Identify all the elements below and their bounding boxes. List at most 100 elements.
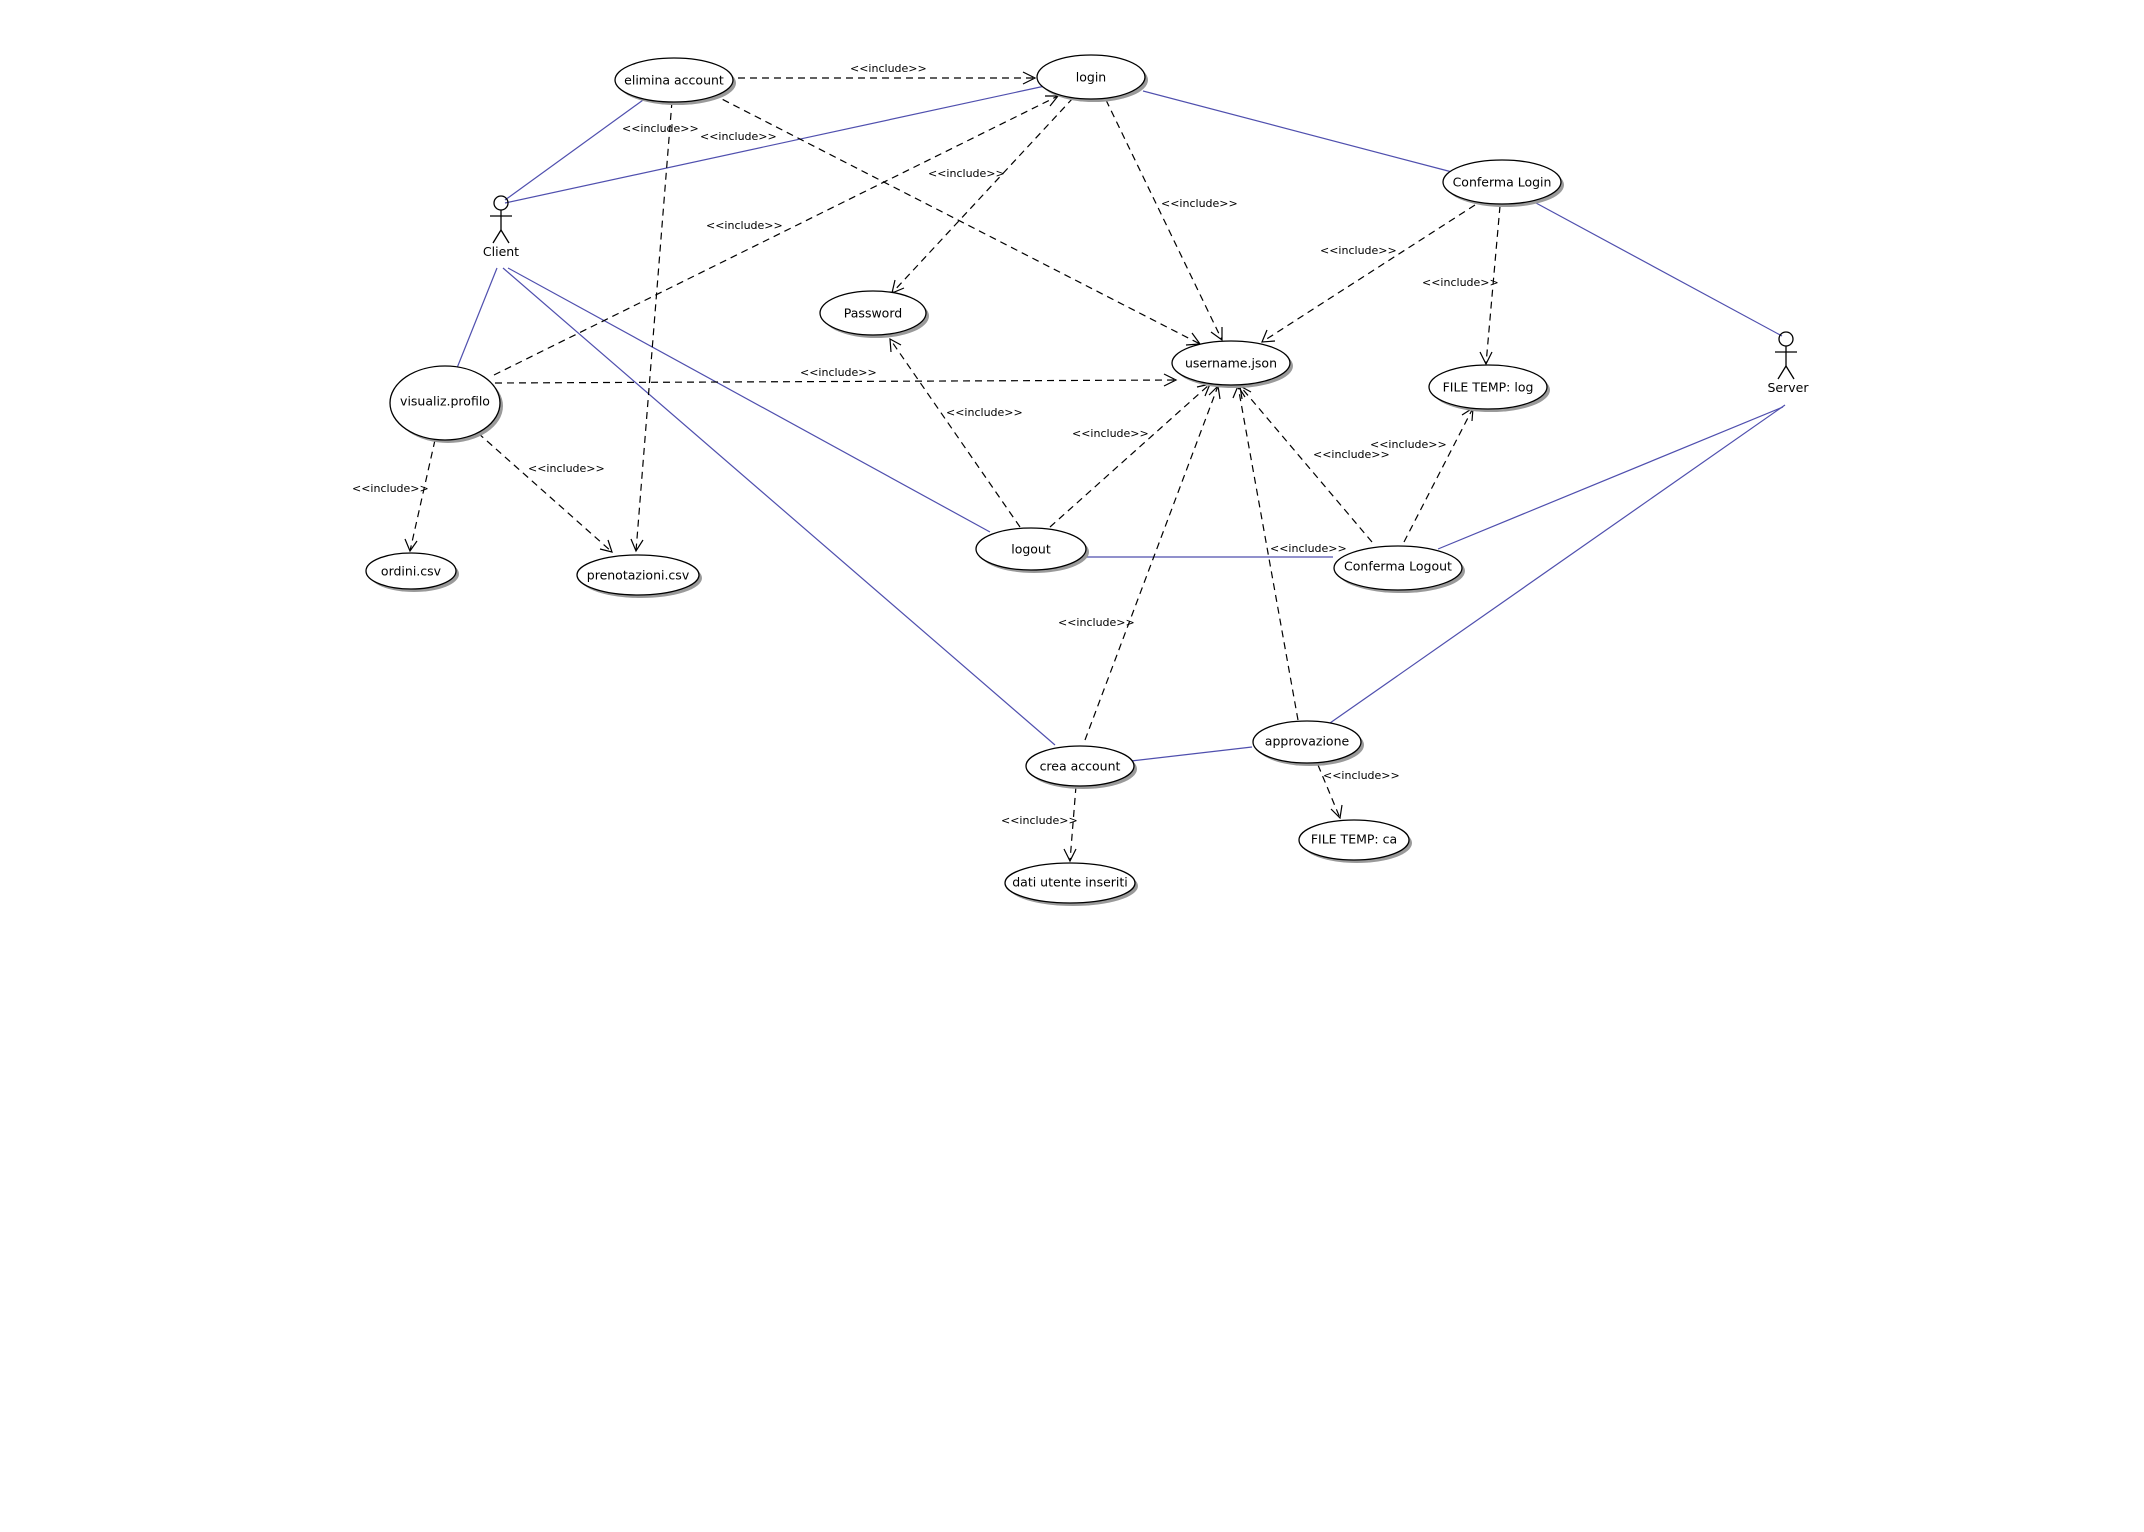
- assoc-conferma-logout-server: [1437, 406, 1784, 550]
- actor-client[interactable]: Client: [483, 195, 519, 259]
- use-case-label: Conferma Login: [1453, 175, 1552, 190]
- arrowhead-approvazione-file-ca: [1330, 804, 1343, 820]
- dep-approvazione-username: [1237, 385, 1299, 721]
- arrowhead-crea-account-username: [1208, 384, 1221, 400]
- dep-conferma-logout-file-log: [1403, 407, 1474, 543]
- dep-crea-account-dati-utente: [1069, 785, 1077, 862]
- assoc-client-visualiz-profilo: [456, 267, 498, 369]
- include-label: <<include>>: [1001, 814, 1078, 827]
- include-label: <<include>>: [850, 62, 927, 75]
- actor-left-leg: [492, 229, 502, 244]
- actor-right-leg: [1785, 365, 1795, 380]
- include-label: <<include>>: [528, 462, 605, 475]
- use-case-prenotazioni-csv[interactable]: prenotazioni.csv: [576, 554, 702, 598]
- use-case-conferma-logout[interactable]: Conferma Logout: [1333, 545, 1465, 593]
- use-case-password[interactable]: Password: [819, 290, 929, 338]
- include-label: <<include>>: [1058, 616, 1135, 629]
- dep-elimina-account-username: [711, 93, 1201, 345]
- include-label: <<include>>: [946, 406, 1023, 419]
- assoc-client-elimina-account: [504, 94, 651, 201]
- dep-approvazione-file-ca: [1317, 764, 1341, 819]
- use-case-dati-utente-inseriti[interactable]: dati utente inseriti: [1004, 862, 1138, 906]
- arrowhead-visualiz-profilo-username: [1163, 373, 1178, 387]
- dep-conferma-login-file-log: [1485, 205, 1501, 365]
- dep-visualiz-profilo-username: [494, 379, 1177, 384]
- include-labels: <<include>> <<include>> <<include>> <<in…: [352, 62, 1499, 827]
- use-case-label: visualiz.profilo: [400, 394, 490, 409]
- include-label: <<include>>: [1313, 448, 1390, 461]
- use-case-approvazione[interactable]: approvazione: [1252, 720, 1364, 766]
- include-label: <<include>>: [700, 130, 777, 143]
- use-case-label: username.json: [1185, 356, 1277, 371]
- actor-label-client: Client: [483, 244, 519, 259]
- use-case-label: prenotazioni.csv: [587, 568, 690, 583]
- arrowhead-logout-password: [889, 337, 902, 353]
- use-case-label: crea account: [1040, 759, 1121, 774]
- dep-login-password: [891, 97, 1074, 294]
- include-label: <<include>>: [928, 167, 1005, 180]
- use-case-label: FILE TEMP: ca: [1311, 832, 1397, 847]
- arrowhead-visualiz-profilo-prenotazioni: [599, 539, 613, 553]
- use-case-label: ordini.csv: [381, 564, 442, 579]
- assoc-login-conferma-login: [1142, 90, 1453, 173]
- use-case-label: Conferma Logout: [1344, 559, 1452, 574]
- dep-conferma-login-username: [1261, 204, 1476, 343]
- use-case-username-json[interactable]: username.json: [1171, 340, 1293, 388]
- use-case-logout[interactable]: logout: [975, 527, 1089, 573]
- include-label: <<include>>: [1161, 197, 1238, 210]
- actor-server[interactable]: Server: [1768, 331, 1810, 395]
- dep-visualiz-profilo-prenotazioni: [477, 432, 613, 553]
- use-case-label: FILE TEMP: log: [1443, 380, 1534, 395]
- assoc-client-crea-account: [502, 267, 1056, 746]
- include-label: <<include>>: [1422, 276, 1499, 289]
- use-case-login[interactable]: login: [1036, 54, 1148, 102]
- actor-right-leg: [500, 229, 510, 244]
- use-case-label: login: [1076, 70, 1106, 85]
- arrowhead-conferma-login-username: [1261, 329, 1276, 343]
- use-case-conferma-login[interactable]: Conferma Login: [1442, 159, 1564, 207]
- use-case-visualiz-profilo[interactable]: visualiz.profilo: [389, 365, 503, 443]
- dep-visualiz-profilo-ordini: [409, 439, 436, 552]
- dep-logout-password: [889, 338, 1021, 528]
- use-case-file-temp-log[interactable]: FILE TEMP: log: [1428, 364, 1550, 412]
- actor-head: [1778, 331, 1794, 347]
- include-label: <<include>>: [352, 482, 429, 495]
- use-case-elimina-account[interactable]: elimina account: [614, 57, 736, 105]
- arrowhead-visualiz-profilo-ordini: [404, 538, 418, 553]
- assoc-approvazione-server: [1329, 404, 1786, 724]
- arrowhead-elimina-account-login: [1022, 71, 1037, 85]
- actor-left-leg: [1777, 365, 1787, 380]
- include-label: <<include>>: [622, 122, 699, 135]
- dep-elimina-account-prenotazioni: [635, 100, 673, 552]
- dep-crea-account-username: [1084, 385, 1219, 741]
- include-label: <<include>>: [1370, 438, 1447, 451]
- include-label: <<include>>: [1072, 427, 1149, 440]
- include-dependencies: [404, 71, 1501, 863]
- use-case-label: elimina account: [624, 73, 724, 88]
- assoc-crea-account-approvazione: [1130, 746, 1253, 762]
- arrowhead-conferma-login-file-log: [1479, 351, 1493, 366]
- actor-label-server: Server: [1768, 380, 1810, 395]
- dep-conferma-logout-username: [1239, 385, 1373, 543]
- use-case-label: approvazione: [1265, 734, 1350, 749]
- include-label: <<include>>: [800, 366, 877, 379]
- include-label: <<include>>: [1320, 244, 1397, 257]
- include-label: <<include>>: [1270, 542, 1347, 555]
- assoc-conferma-login-server: [1535, 202, 1783, 337]
- dep-visualiz-profilo-login: [493, 95, 1059, 376]
- arrowhead-login-username: [1210, 327, 1223, 342]
- dep-login-username: [1105, 99, 1223, 341]
- association-lines: [456, 85, 1786, 762]
- assoc-client-logout: [507, 267, 991, 533]
- arrowhead-crea-account-dati-utente: [1063, 848, 1077, 863]
- use-case-ordini-csv[interactable]: ordini.csv: [365, 552, 459, 592]
- use-case-crea-account[interactable]: crea account: [1025, 745, 1137, 789]
- include-label: <<include>>: [706, 219, 783, 232]
- dep-logout-username: [1049, 383, 1211, 528]
- use-case-label: Password: [844, 306, 902, 321]
- include-label: <<include>>: [1323, 769, 1400, 782]
- use-case-file-temp-ca[interactable]: FILE TEMP: ca: [1298, 819, 1412, 863]
- assoc-client-login: [504, 85, 1046, 204]
- use-case-label: dati utente inseriti: [1012, 875, 1128, 890]
